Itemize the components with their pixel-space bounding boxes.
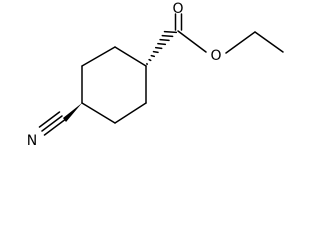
ring-bond	[81, 102, 116, 124]
carbonyl-oxygen-label: O	[172, 1, 183, 17]
chemical-structure: O O N	[27, 1, 284, 149]
solid-wedge-bond	[63, 103, 82, 122]
ethyl-bond	[254, 31, 284, 53]
nitrile-triple-bond	[43, 119, 66, 136]
ethyl-bond	[225, 31, 256, 54]
cyclohexane-ring	[81, 46, 147, 124]
nitrile-nitrogen-label: N	[27, 133, 37, 149]
ester-group	[174, 13, 284, 54]
nitrile-group	[38, 103, 82, 136]
ester-single-bond	[177, 30, 207, 53]
nitrile-triple-bond	[41, 115, 63, 132]
ring-bond	[81, 46, 116, 67]
hashed-wedge-bond	[146, 30, 178, 66]
ester-oxygen-label: O	[210, 48, 221, 64]
ring-bond	[114, 46, 147, 67]
ring-bond	[114, 102, 147, 124]
nitrile-triple-bond	[38, 111, 61, 128]
